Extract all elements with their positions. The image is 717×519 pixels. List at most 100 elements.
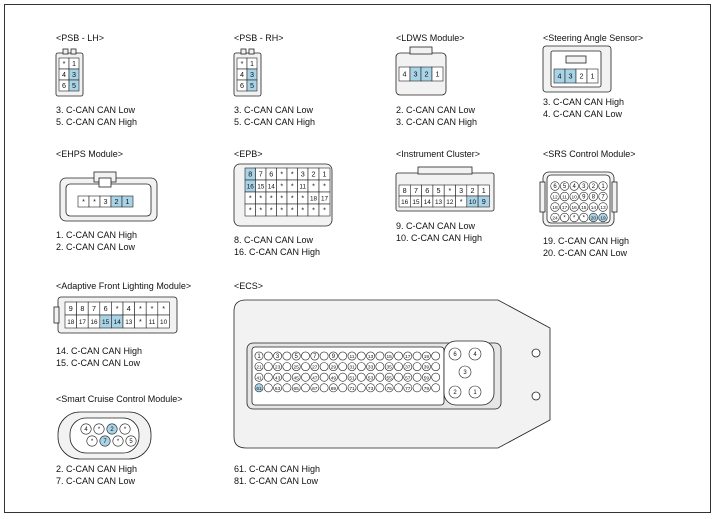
pin-cell <box>559 191 570 202</box>
pin-cell <box>403 383 413 393</box>
pin-cell <box>157 314 170 329</box>
pin-cell <box>338 383 348 393</box>
pin-label: * <box>249 206 252 215</box>
pin-label: * <box>270 194 273 203</box>
steering-pin-1: 3. C-CAN CAN High <box>543 97 625 107</box>
connector-outline <box>240 48 247 55</box>
pin-cell <box>394 351 403 361</box>
pin-label: 4 <box>473 352 477 358</box>
pin-label: 71 <box>349 386 355 392</box>
pin-label: 79 <box>424 386 430 392</box>
pin-cell <box>569 191 579 202</box>
pin-label: 5 <box>129 439 133 445</box>
pin-label: 9 <box>482 197 486 206</box>
pin-label: * <box>249 194 252 203</box>
ecs-pin-1: 61. C-CAN CAN High <box>234 464 321 474</box>
pin-label: * <box>312 182 315 191</box>
pin-label: 6 <box>62 81 66 90</box>
pin-label: 5 <box>295 354 299 360</box>
pin-label: 15 <box>412 199 420 206</box>
pin-cell <box>347 362 357 371</box>
pin-label: * <box>583 216 586 222</box>
epb-title: <EPB> <box>234 149 263 159</box>
pin-label: 57 <box>405 375 411 381</box>
cluster-pin-2: 10. C-CAN CAN High <box>396 233 483 243</box>
pin-label: 14 <box>268 184 276 191</box>
connector-outline <box>409 46 433 55</box>
pin-label: 17 <box>405 354 411 360</box>
pin-label: 14 <box>114 319 122 326</box>
pin-label: 43 <box>275 375 281 381</box>
pin-label: 2 <box>425 70 429 79</box>
pin-cell <box>448 385 462 399</box>
pin-label: 5 <box>250 81 254 90</box>
pin-label: 16 <box>90 319 98 326</box>
psb-rh-pin-2: 5. C-CAN CAN High <box>234 117 316 127</box>
psb-rh-title: <PSB - RH> <box>234 33 284 43</box>
pin-cell <box>366 383 375 393</box>
pin-cell <box>375 351 385 361</box>
pin-label: 3 <box>250 70 254 79</box>
pin-cell <box>468 347 482 361</box>
pin-label: 1 <box>72 59 76 68</box>
pin-cell <box>291 383 301 393</box>
pin-label: * <box>162 304 165 313</box>
ehps-pin-1: 1. C-CAN CAN High <box>56 230 138 240</box>
pin-cell <box>263 372 273 382</box>
pin-cell <box>318 203 331 217</box>
connector-outline <box>98 177 112 188</box>
pin-cell <box>273 351 282 361</box>
pin-cell <box>431 351 441 361</box>
pin-cell <box>375 372 385 382</box>
pin-label: 6 <box>425 186 429 195</box>
pin-cell <box>301 351 310 361</box>
pin-label: 9 <box>69 304 73 313</box>
pin-cell <box>328 362 338 371</box>
ldws-pin-2: 3. C-CAN CAN High <box>396 117 478 127</box>
pin-cell <box>282 351 292 361</box>
pin-label: * <box>460 197 463 206</box>
pin-cell <box>301 362 310 371</box>
pin-label: * <box>280 182 283 191</box>
pin-label: 29 <box>331 365 337 371</box>
pin-cell <box>579 191 589 202</box>
cluster-pin-1: 9. C-CAN CAN Low <box>396 221 476 231</box>
psb-rh-pin-1: 3. C-CAN CAN Low <box>234 105 314 115</box>
pin-label: * <box>241 59 244 68</box>
pin-label: 3 <box>582 184 586 190</box>
pin-label: * <box>448 186 451 195</box>
pin-label: 19 <box>600 216 606 222</box>
pin-cell <box>412 383 422 393</box>
pin-cell <box>598 191 608 202</box>
pin-label: 10 <box>572 195 578 201</box>
psb-lh-title: <PSB - LH> <box>56 33 105 43</box>
pin-label: 3 <box>569 72 573 81</box>
pin-label: 3 <box>459 186 463 195</box>
pin-cell <box>588 191 599 202</box>
pin-cell <box>588 202 599 212</box>
pin-cell <box>347 383 357 393</box>
pin-cell <box>86 435 98 447</box>
pin-label: * <box>280 206 283 215</box>
cluster-title: <Instrument Cluster> <box>396 149 481 159</box>
pin-cell <box>263 362 273 371</box>
pin-label: 6 <box>453 352 457 358</box>
pin-label: * <box>301 206 304 215</box>
pin-cell <box>125 435 137 447</box>
pin-cell <box>254 372 264 382</box>
pin-cell <box>282 372 292 382</box>
pin-cell <box>579 202 589 212</box>
pin-label: * <box>151 304 154 313</box>
pin-label: * <box>124 427 127 433</box>
pin-label: 51 <box>349 375 355 381</box>
steering-pin-2: 4. C-CAN CAN Low <box>543 109 623 119</box>
pin-cell <box>366 362 375 371</box>
pin-cell <box>338 362 348 371</box>
pin-label: 16 <box>572 205 578 211</box>
pin-label: 47 <box>312 375 318 381</box>
pin-cell <box>338 351 348 361</box>
ldws-title: <LDWS Module> <box>396 33 465 43</box>
